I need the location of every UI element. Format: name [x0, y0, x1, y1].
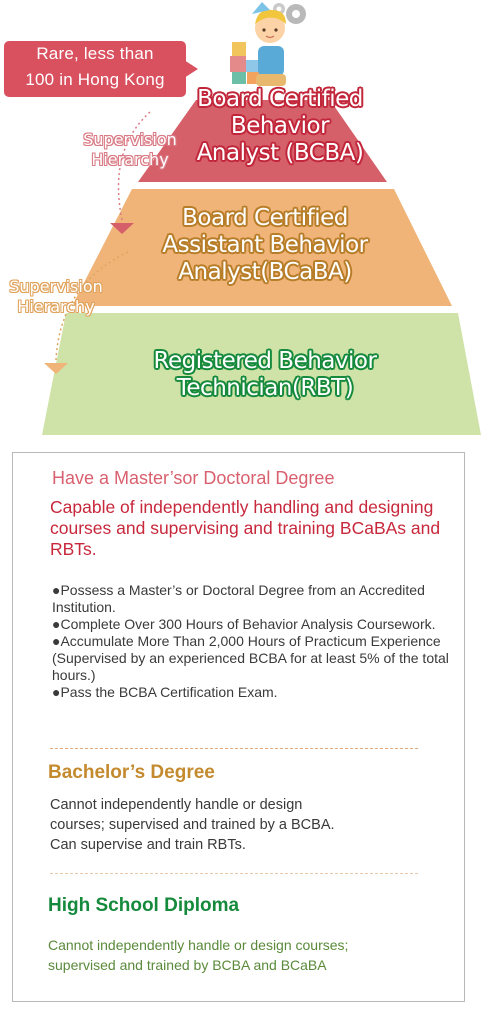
rare-callout: Rare, less than 100 in Hong Kong — [4, 41, 186, 97]
bcaba-desc-line3: Can supervise and train RBTs. — [50, 837, 246, 853]
bcba-label-line3: Analyst (BCBA) — [196, 140, 364, 166]
callout-pointer — [184, 60, 198, 78]
arrow-down-icon — [44, 363, 68, 374]
child-with-blocks-icon — [230, 2, 306, 86]
bcba-requirements-list: ●Possess a Master’s or Doctoral Degree f… — [52, 582, 462, 701]
bcba-tier-label: Board Certified Behavior Analyst (BCBA) — [150, 86, 410, 167]
hier1-line2: Hierarchy — [91, 150, 169, 169]
section-divider — [50, 748, 418, 749]
bcba-label-line1: Board Certified — [197, 86, 363, 112]
bcaba-desc-line2: courses; supervised and trained by a BCB… — [50, 817, 335, 833]
rbt-desc-line1: Cannot independently handle or design co… — [48, 937, 349, 953]
supervision-arrow-1 — [117, 111, 151, 221]
rbt-label-line1: Registered Behavior — [153, 348, 377, 374]
qualifications-box — [12, 452, 465, 1002]
rbt-description: Cannot independently handle or design co… — [48, 935, 468, 975]
rbt-degree-title: High School Diploma — [48, 895, 240, 916]
bcaba-tier-label: Board Certified Assistant Behavior Analy… — [140, 205, 390, 286]
bcaba-label-line2: Assistant Behavior — [162, 232, 368, 258]
bcaba-degree-title: Bachelor’s Degree — [48, 762, 215, 783]
hier2-line1: Supervision — [9, 277, 103, 296]
supervision-arrow-2 — [55, 251, 129, 361]
bcba-degree-title: Have a Master’sor Doctoral Degree — [52, 468, 335, 488]
callout-line1: Rare, less than — [36, 44, 154, 63]
rbt-desc-line2: supervised and trained by BCBA and BCaBA — [48, 957, 327, 973]
bcba-label-line2: Behavior — [230, 113, 330, 139]
list-item: (Supervised by an experienced BCBA for a… — [52, 650, 449, 683]
hier1-line1: Supervision — [83, 130, 177, 149]
list-item: ●Possess a Master’s or Doctoral Degree f… — [52, 582, 425, 615]
bcaba-description: Cannot independently handle or design co… — [50, 795, 450, 855]
callout-line2: 100 in Hong Kong — [25, 70, 165, 89]
hier2-line2: Hierarchy — [17, 297, 95, 316]
bcaba-desc-line1: Cannot independently handle or design — [50, 797, 303, 813]
pyramid-graphic — [42, 2, 481, 435]
bcaba-label-line1: Board Certified — [182, 205, 348, 231]
rbt-tier-label: Registered Behavior Technician(RBT) — [130, 348, 400, 402]
bcaba-tier — [72, 189, 452, 306]
list-item: ●Accumulate More Than 2,000 Hours of Pra… — [52, 633, 441, 649]
list-item: ●Pass the BCBA Certification Exam. — [52, 684, 278, 700]
list-item: ●Complete Over 300 Hours of Behavior Ana… — [52, 616, 436, 632]
rbt-tier — [42, 313, 481, 435]
rbt-label-line2: Technician(RBT) — [176, 375, 354, 401]
arrow-down-icon — [110, 223, 134, 234]
supervision-hierarchy-label-2: Supervision Hierarchy — [0, 277, 112, 317]
bcaba-label-line3: Analyst(BCaBA) — [178, 259, 352, 285]
bcba-summary: Capable of independently handling and de… — [50, 497, 441, 559]
supervision-hierarchy-label-1: Supervision Hierarchy — [70, 130, 190, 170]
bcba-tier — [138, 100, 387, 182]
section-divider — [50, 873, 418, 874]
